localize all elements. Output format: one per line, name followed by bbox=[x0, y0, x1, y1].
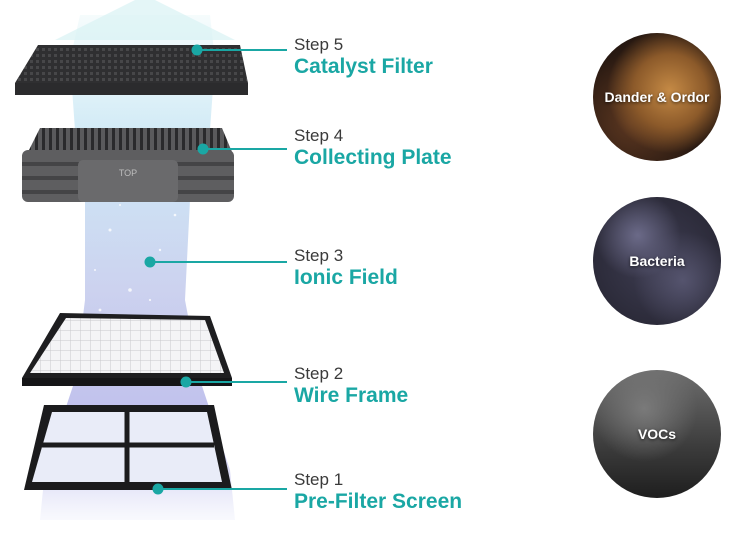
top-marking: TOP bbox=[119, 168, 137, 178]
step-1-number: Step 1 bbox=[294, 470, 344, 489]
step-3-number: Step 3 bbox=[294, 246, 344, 265]
step-1-title: Pre-Filter Screen bbox=[294, 490, 463, 513]
pre-filter-layer bbox=[24, 405, 232, 490]
dander-label: Dander & Ordor bbox=[604, 89, 710, 105]
wire-frame-layer bbox=[22, 313, 232, 386]
step-3-title: Ionic Field bbox=[294, 266, 398, 289]
step-4-label: Step 4 Collecting Plate bbox=[294, 126, 452, 170]
bacteria-label: Bacteria bbox=[629, 253, 685, 269]
step-5-label: Step 5 Catalyst Filter bbox=[294, 35, 433, 79]
step-2-title: Wire Frame bbox=[294, 384, 409, 407]
ion-sparkles bbox=[94, 204, 177, 312]
step-5-title: Catalyst Filter bbox=[294, 55, 433, 78]
step-pointers bbox=[144, 44, 287, 495]
catalyst-filter-layer bbox=[15, 45, 248, 95]
step-3-label: Step 3 Ionic Field bbox=[294, 246, 398, 290]
vocs-circle: VOCs bbox=[593, 370, 721, 498]
step-4-number: Step 4 bbox=[294, 126, 344, 145]
dander-circle: Dander & Ordor bbox=[593, 33, 721, 161]
step-4-title: Collecting Plate bbox=[294, 146, 452, 169]
airflow-arrow-top bbox=[55, 0, 235, 40]
bacteria-circle: Bacteria bbox=[593, 197, 721, 325]
collecting-plate-layer: TOP bbox=[22, 128, 234, 202]
vocs-label: VOCs bbox=[637, 426, 677, 442]
step-1-label: Step 1 Pre-Filter Screen bbox=[294, 470, 462, 514]
step-2-label: Step 2 Wire Frame bbox=[294, 364, 408, 408]
step-2-number: Step 2 bbox=[294, 364, 344, 383]
step-5-number: Step 5 bbox=[294, 35, 344, 54]
